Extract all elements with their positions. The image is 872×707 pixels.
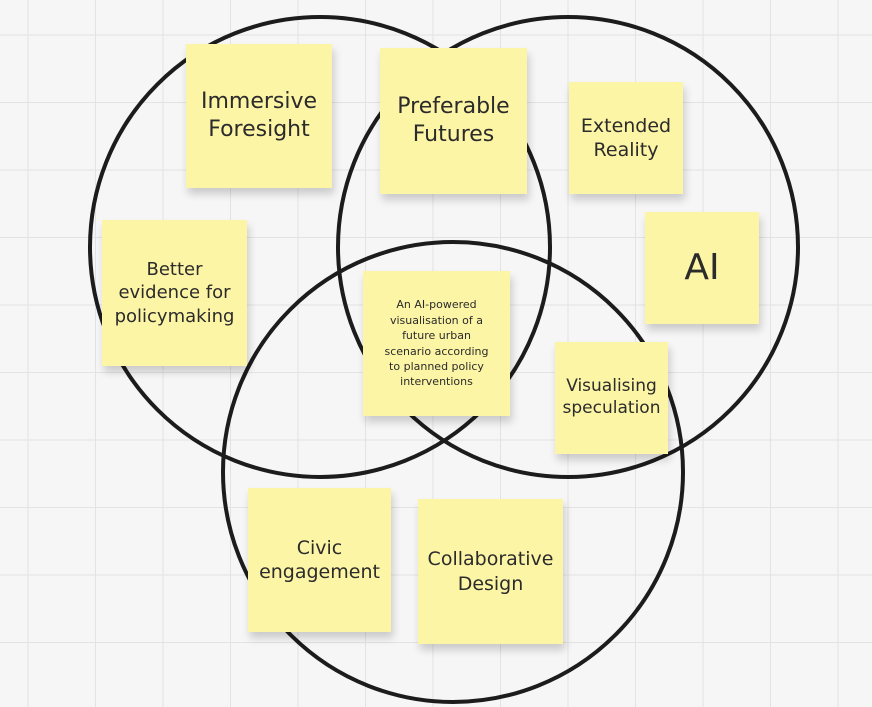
- note-text: AI: [684, 246, 720, 288]
- note-text: Immersive Foresight: [200, 88, 318, 142]
- sticky-note-collaborative-design[interactable]: Collaborative Design: [418, 499, 563, 644]
- venn-circle-bottom: [221, 240, 685, 704]
- sticky-note-ai-visualisation[interactable]: An AI-powered visualisation of a future …: [363, 271, 510, 416]
- note-text: Civic engagement: [259, 536, 380, 583]
- note-text: Collaborative Design: [427, 548, 554, 595]
- sticky-note-civic-engagement[interactable]: Civic engagement: [248, 488, 391, 632]
- sticky-note-preferable-futures[interactable]: Preferable Futures: [380, 48, 527, 194]
- note-text: Better evidence for policymaking: [114, 259, 235, 327]
- venn-circle-right: [336, 15, 800, 479]
- sticky-note-visualising-speculation[interactable]: Visualising speculation: [555, 342, 668, 454]
- note-text: Extended Reality: [580, 114, 672, 161]
- note-text: Visualising speculation: [562, 376, 661, 418]
- venn-circle-left: [88, 15, 552, 479]
- note-text: An AI-powered visualisation of a future …: [384, 298, 489, 389]
- sticky-note-extended-reality[interactable]: Extended Reality: [569, 82, 683, 194]
- sticky-note-ai[interactable]: AI: [645, 212, 759, 324]
- sticky-note-immersive-foresight[interactable]: Immersive Foresight: [186, 44, 332, 188]
- note-text: Preferable Futures: [397, 93, 510, 147]
- sticky-note-better-evidence[interactable]: Better evidence for policymaking: [102, 220, 247, 366]
